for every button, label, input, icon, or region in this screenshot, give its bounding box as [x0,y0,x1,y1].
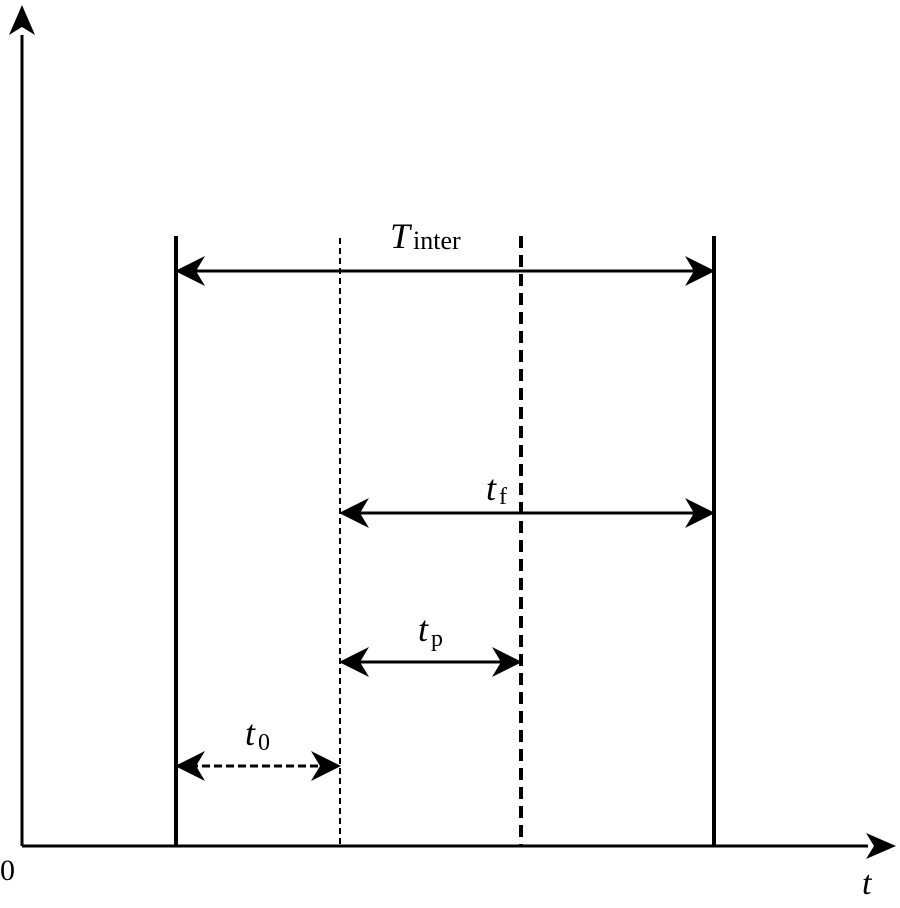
tf-subscript: f [499,484,507,510]
tp-dimension: t p [339,609,522,677]
t0-subscript: 0 [258,730,270,756]
t0-dimension: t 0 [175,713,341,781]
tf-label: t [486,468,497,508]
y-axis-arrowhead-icon [9,5,35,35]
vertical-markers [174,236,716,846]
tf-dimension: t f [339,468,715,528]
tp-label: t [418,609,429,649]
t-inter-subscript: inter [413,226,461,255]
axes: 0 t [0,5,896,902]
x-axis-label: t [862,865,873,902]
t-inter-dimension: T inter [175,216,715,286]
t-inter-label: T [390,216,413,256]
origin-label: 0 [0,854,15,887]
t0-label: t [245,713,256,753]
tp-subscript: p [431,626,443,652]
x-axis-arrowhead-icon [866,833,896,859]
